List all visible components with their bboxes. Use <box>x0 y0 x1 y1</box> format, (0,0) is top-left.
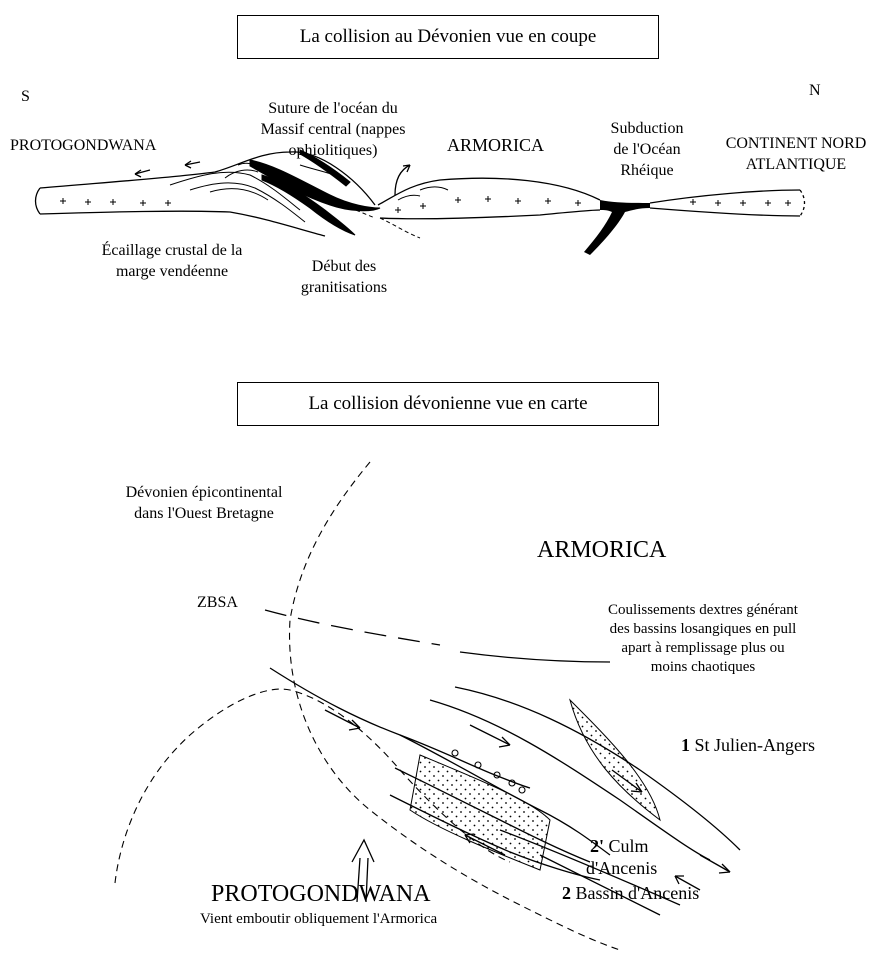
label-vient-emboutir: Vient emboutir obliquement l'Armorica <box>200 910 437 929</box>
culm-number: 2' <box>590 836 604 856</box>
bassin-text: Bassin d'Ancenis <box>576 883 700 903</box>
basin-ancenis <box>410 755 550 870</box>
crust-top-right <box>378 178 600 205</box>
label-devonien: Dévonien épicontinental dans l'Ouest Bre… <box>104 482 304 524</box>
basin-stjulien <box>570 700 660 820</box>
label-ecaillage: Écaillage crustal de la marge vendéenne <box>76 240 268 282</box>
compass-north: N <box>809 80 821 101</box>
compass-south: S <box>21 86 30 107</box>
culm-text-1: Culm <box>609 836 649 856</box>
label-subduction: Subduction de l'Océan Rhéique <box>596 118 698 181</box>
title-cross-section-text: La collision au Dévonien vue en coupe <box>300 26 597 48</box>
title-map-view: La collision dévonienne vue en carte <box>237 382 659 426</box>
crust-left-end <box>36 188 41 214</box>
stjulien-number: 1 <box>681 735 690 755</box>
label-continent: CONTINENT NORD ATLANTIQUE <box>704 133 888 175</box>
ophiolite-nappes <box>250 150 380 235</box>
rheic-slab <box>584 200 650 255</box>
label-armorica-section: ARMORICA <box>447 134 544 156</box>
label-culm-line2: d'Ancenis <box>586 857 657 879</box>
label-bassin-ancenis: 2 Bassin d'Ancenis <box>562 882 699 904</box>
crust-bottom-right <box>380 210 600 219</box>
title-map-view-text: La collision dévonienne vue en carte <box>308 393 587 415</box>
label-coulissements: Coulissements dextres générant des bassi… <box>583 601 823 677</box>
bassin-number: 2 <box>562 883 571 903</box>
label-zbsa: ZBSA <box>197 592 238 613</box>
label-armorica-map: ARMORICA <box>537 536 666 564</box>
crust-bottom-left <box>40 211 325 236</box>
label-protogondwana-section: PROTOGONDWANA <box>10 135 156 156</box>
continent-top <box>650 190 800 203</box>
continent-bottom <box>650 208 800 216</box>
label-suture: Suture de l'océan du Massif central (nap… <box>240 98 426 161</box>
label-culm: 2' Culm <box>590 835 649 857</box>
label-stjulien: 1 St Julien-Angers <box>681 734 815 756</box>
label-debut-granitisations: Début des granitisations <box>288 256 400 298</box>
title-cross-section: La collision au Dévonien vue en coupe <box>237 15 659 59</box>
label-protogondwana-map: PROTOGONDWANA <box>211 880 431 908</box>
stjulien-text: St Julien-Angers <box>695 735 816 755</box>
